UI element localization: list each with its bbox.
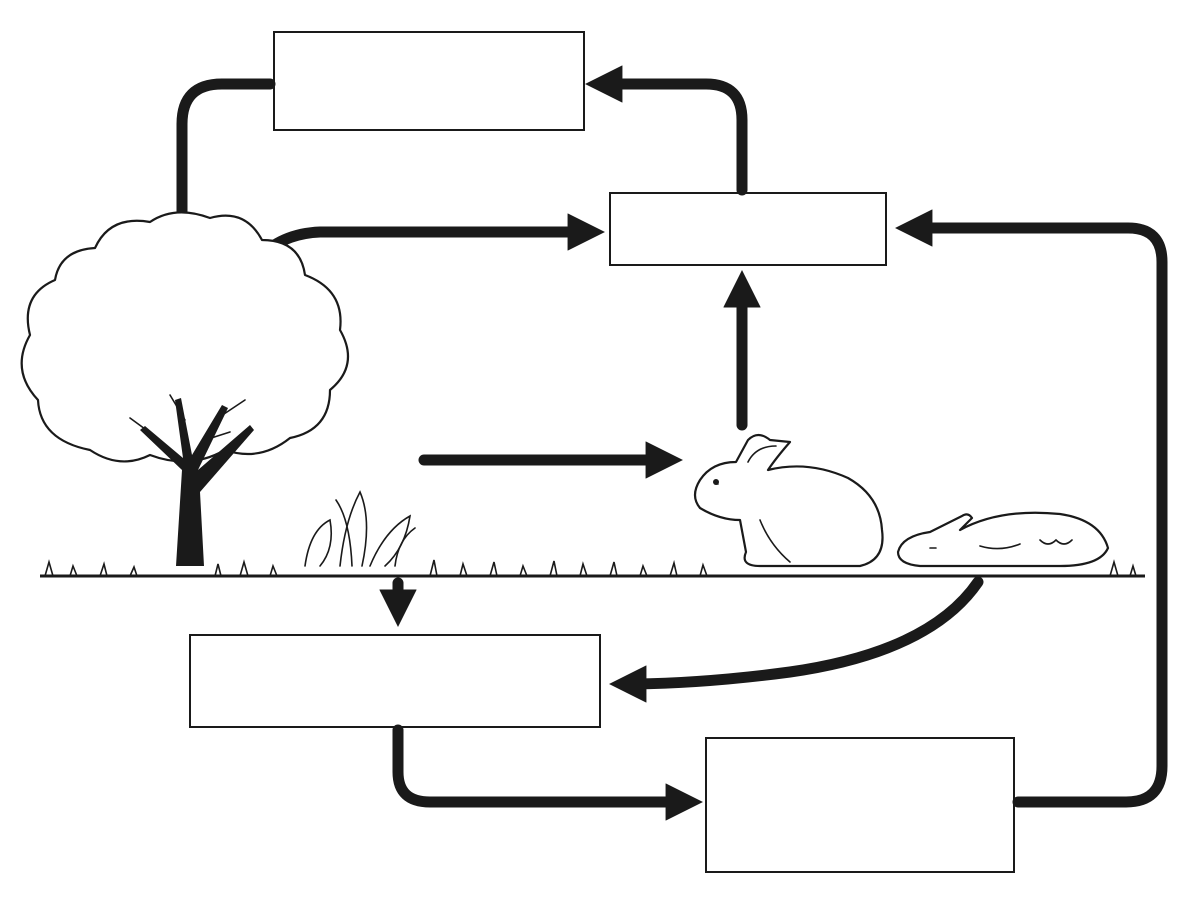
label-box-bottom-left — [189, 634, 601, 728]
ground — [40, 559, 1145, 578]
arrow-bottom-right-box-to-middle-box — [895, 209, 1168, 808]
arrow-middle-box-to-top-box — [585, 65, 748, 196]
arrow-bottom-left-box-to-bottom-right-box — [392, 724, 703, 821]
dead-rabbit-icon — [896, 511, 1110, 568]
plant-icon — [304, 490, 416, 567]
tree-icon — [20, 211, 350, 566]
label-box-middle-right — [609, 192, 887, 266]
label-box-bottom-right — [705, 737, 1015, 873]
rabbit-icon — [693, 433, 884, 568]
arrow-top-box-to-tree — [163, 78, 276, 277]
arrow-dead-rabbit-to-bottom-left-box — [609, 576, 984, 703]
label-box-top — [273, 31, 585, 131]
